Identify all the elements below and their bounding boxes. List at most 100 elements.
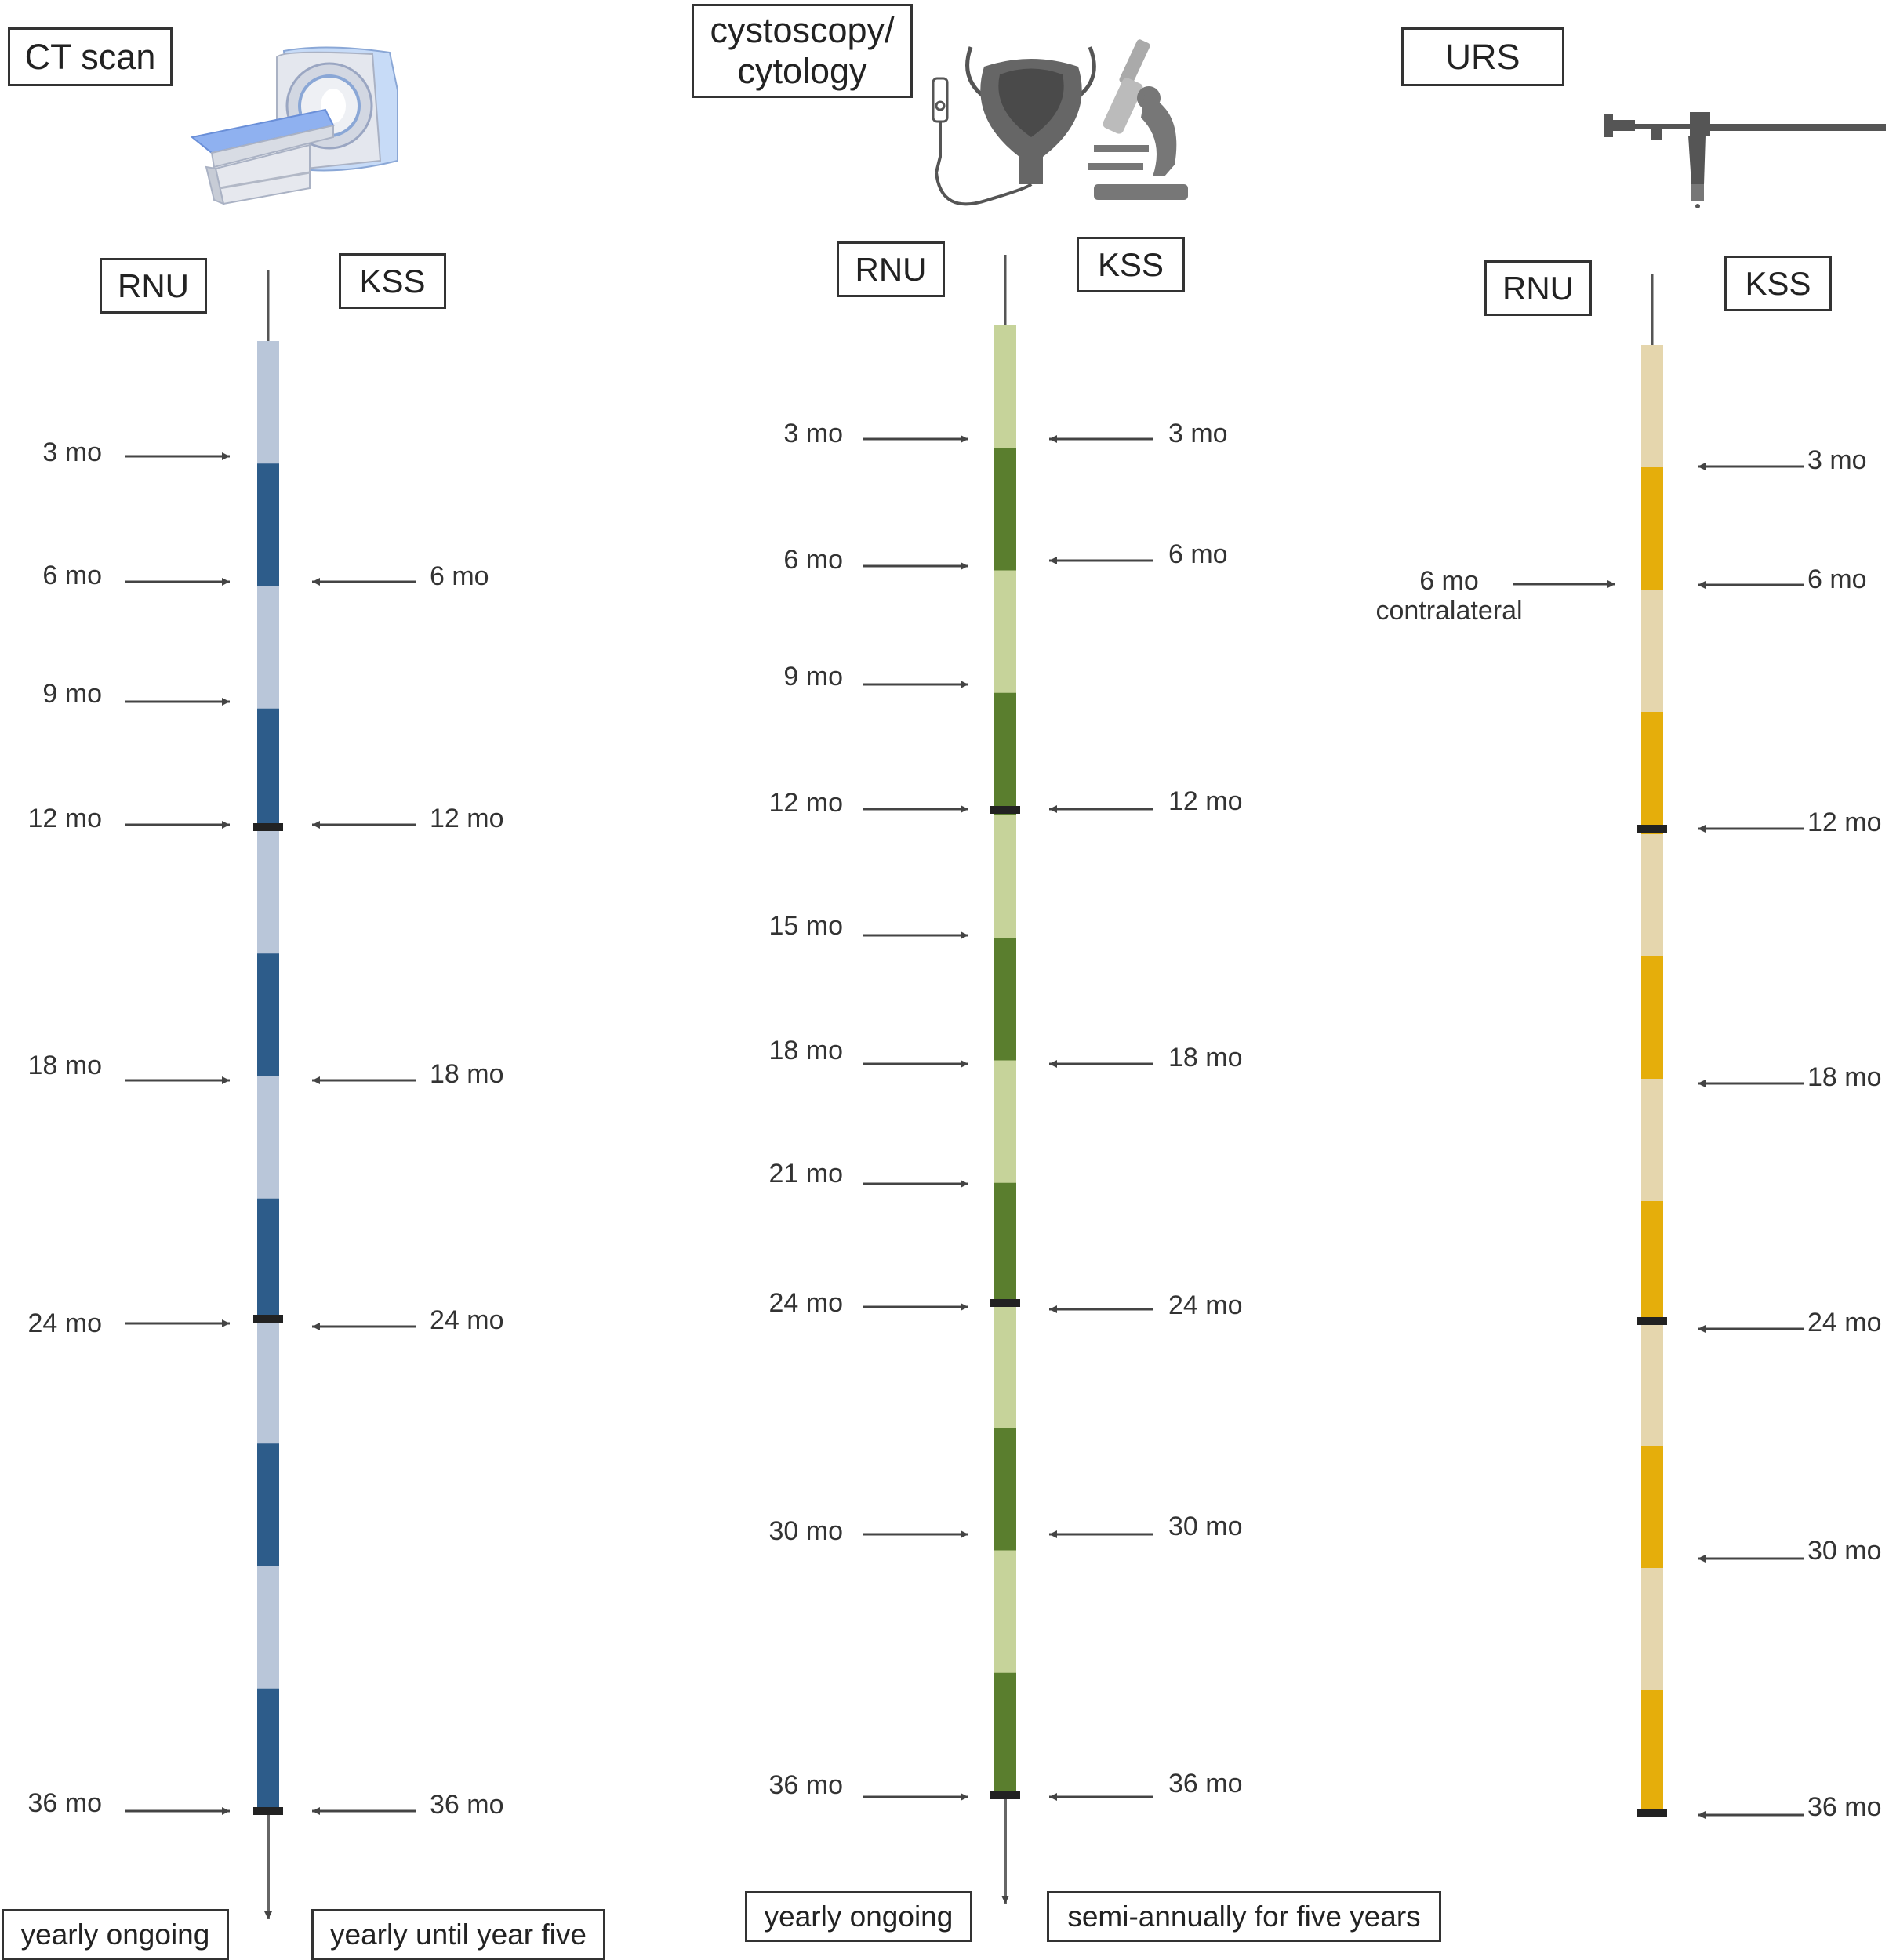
urs-year-tick-2 xyxy=(1637,1317,1667,1325)
cysto-kss-mark-label: 6 mo xyxy=(1168,539,1228,569)
urs-kss-mark-label: 30 mo xyxy=(1807,1536,1882,1566)
cysto-year-tick-3 xyxy=(990,1791,1020,1799)
ureteroscope-icon xyxy=(1604,112,1886,208)
urs-kss-mark-label: 12 mo xyxy=(1807,808,1882,837)
ct-segment-7 xyxy=(257,1076,279,1200)
ct-scan-title: CT scan xyxy=(8,27,173,86)
urs-segment-4 xyxy=(1641,712,1663,835)
urs-segment-5 xyxy=(1641,834,1663,957)
cysto-rnu-mark-label: 6 mo xyxy=(783,545,843,575)
ct-segment-8 xyxy=(257,1198,279,1322)
ct-segment-4 xyxy=(257,708,279,832)
urs-segment-6 xyxy=(1641,956,1663,1080)
urs-kss-label: KSS xyxy=(1724,256,1832,311)
cysto-rnu-mark-label: 9 mo xyxy=(783,662,843,691)
urs-segment-10 xyxy=(1641,1446,1663,1569)
cysto-rnu-mark-label: 15 mo xyxy=(768,911,844,941)
ct-scanner-icon xyxy=(190,46,398,205)
ct-rnu-label: RNU xyxy=(100,258,207,314)
bladder-cystoscope-microscope-icon xyxy=(932,39,1188,206)
cysto-rnu-mark-label: 36 mo xyxy=(768,1770,844,1800)
ct-kss-mark-label: 6 mo xyxy=(430,561,489,591)
cysto-kss-mark-label: 3 mo xyxy=(1168,419,1228,448)
urs-year-tick-3 xyxy=(1637,1809,1667,1817)
cysto-rnu-mark-label: 21 mo xyxy=(768,1159,844,1189)
cysto-segment-7 xyxy=(994,1060,1016,1184)
ct-year-tick-2 xyxy=(253,1315,283,1323)
cysto-segment-9 xyxy=(994,1305,1016,1428)
cysto-kss-mark-label: 30 mo xyxy=(1168,1512,1243,1541)
ct-segment-6 xyxy=(257,953,279,1076)
cysto-segment-10 xyxy=(994,1428,1016,1551)
cysto-year-tick-1 xyxy=(990,806,1020,814)
urs-segment-12 xyxy=(1641,1690,1663,1813)
ct-year-tick-1 xyxy=(253,823,283,831)
cysto-segment-1 xyxy=(994,325,1016,448)
cysto-rnu-mark-label: 30 mo xyxy=(768,1516,844,1546)
cysto-kss-mark-label: 12 mo xyxy=(1168,786,1243,816)
cysto-rnu-label: RNU xyxy=(837,241,945,297)
cysto-segment-8 xyxy=(994,1182,1016,1306)
cysto-kss-mark-label: 36 mo xyxy=(1168,1769,1243,1798)
cysto-rnu-mark-label: 24 mo xyxy=(768,1288,844,1318)
cysto-rnu-mark-label: 18 mo xyxy=(768,1036,844,1065)
cysto-segment-6 xyxy=(994,938,1016,1061)
ct-segment-1 xyxy=(257,341,279,464)
cysto-segment-4 xyxy=(994,692,1016,816)
cysto-rnu-footer: yearly ongoing xyxy=(745,1891,972,1942)
ct-rnu-mark-label: 18 mo xyxy=(27,1051,103,1080)
urs-title: URS xyxy=(1401,27,1564,86)
ct-segment-2 xyxy=(257,463,279,586)
urs-segment-7 xyxy=(1641,1079,1663,1202)
ct-segment-9 xyxy=(257,1321,279,1444)
urs-segment-1 xyxy=(1641,345,1663,468)
ct-rnu-mark-label: 3 mo xyxy=(42,437,102,467)
urs-kss-mark-label: 3 mo xyxy=(1807,445,1867,475)
cysto-rnu-mark-label: 12 mo xyxy=(768,788,844,818)
urs-segment-3 xyxy=(1641,590,1663,713)
cysto-kss-label: KSS xyxy=(1077,237,1185,292)
urs-year-tick-1 xyxy=(1637,825,1667,833)
urs-kss-mark-label: 18 mo xyxy=(1807,1062,1882,1092)
urs-segment-9 xyxy=(1641,1323,1663,1446)
cysto-segment-12 xyxy=(994,1672,1016,1796)
ct-rnu-footer: yearly ongoing xyxy=(2,1909,229,1960)
cystoscopy-cytology-title: cystoscopy/ cytology xyxy=(692,4,913,98)
ct-segment-12 xyxy=(257,1688,279,1812)
ct-segment-5 xyxy=(257,831,279,954)
cysto-segment-2 xyxy=(994,448,1016,571)
ct-kss-mark-label: 12 mo xyxy=(430,804,504,833)
cysto-kss-footer: semi-annually for five years xyxy=(1047,1891,1441,1942)
ct-segment-10 xyxy=(257,1443,279,1566)
urs-kss-mark-label: 24 mo xyxy=(1807,1308,1882,1338)
urs-kss-mark-label: 36 mo xyxy=(1807,1792,1882,1822)
ct-kss-label: KSS xyxy=(339,253,446,309)
urs-segment-2 xyxy=(1641,467,1663,590)
ct-rnu-mark-label: 36 mo xyxy=(27,1788,103,1818)
ct-kss-mark-label: 24 mo xyxy=(430,1305,504,1335)
urs-segment-8 xyxy=(1641,1201,1663,1324)
ct-kss-footer: yearly until year five xyxy=(311,1909,605,1960)
cysto-segment-5 xyxy=(994,815,1016,938)
cysto-kss-mark-label: 18 mo xyxy=(1168,1043,1243,1073)
ct-rnu-mark-label: 24 mo xyxy=(27,1308,103,1338)
ct-rnu-mark-label: 12 mo xyxy=(27,804,103,833)
ct-rnu-mark-label: 6 mo xyxy=(42,561,102,590)
ct-year-tick-3 xyxy=(253,1807,283,1815)
cysto-segment-11 xyxy=(994,1550,1016,1674)
ct-kss-mark-label: 36 mo xyxy=(430,1790,504,1820)
cysto-rnu-mark-label: 3 mo xyxy=(783,419,843,448)
ct-segment-11 xyxy=(257,1566,279,1690)
ct-segment-3 xyxy=(257,586,279,710)
ct-kss-mark-label: 18 mo xyxy=(430,1059,504,1089)
cysto-year-tick-2 xyxy=(990,1299,1020,1307)
urs-rnu-label: RNU xyxy=(1484,260,1592,316)
cysto-segment-3 xyxy=(994,570,1016,694)
ct-rnu-mark-label: 9 mo xyxy=(42,679,102,709)
urs-segment-11 xyxy=(1641,1568,1663,1691)
urs-kss-mark-label: 6 mo xyxy=(1807,564,1867,594)
cysto-kss-mark-label: 24 mo xyxy=(1168,1290,1243,1320)
urs-rnu-mark-label: 6 mo contralateral xyxy=(1375,566,1523,626)
